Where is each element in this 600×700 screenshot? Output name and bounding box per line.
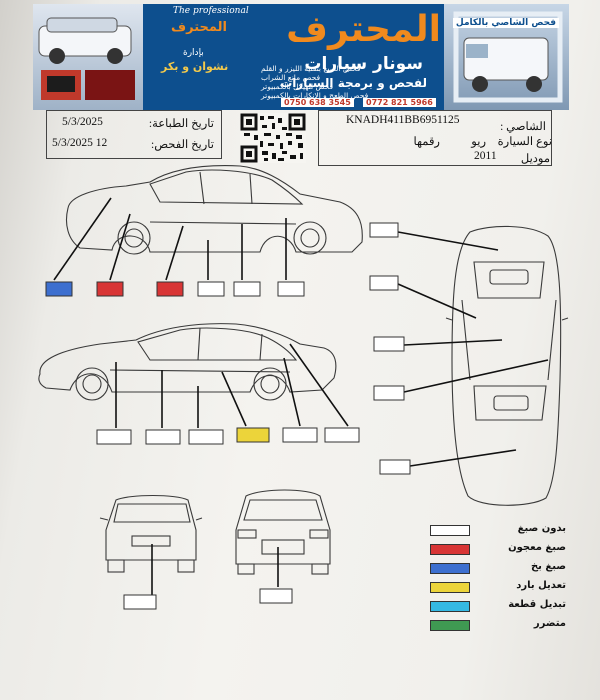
legend-label: صبغ معجون xyxy=(508,542,566,553)
legend-swatch xyxy=(430,601,470,612)
legend-label: متضرر xyxy=(533,618,566,629)
legend-label: صبغ بخ xyxy=(530,561,566,572)
panel-box-trunk xyxy=(373,385,405,401)
legend-label: تعديل بارد xyxy=(516,580,566,591)
legend-item: متضرر xyxy=(426,617,588,634)
header-banner: The professional فحص الشاصي بالكامل المح… xyxy=(33,4,569,110)
qr-code xyxy=(240,113,306,163)
date-box xyxy=(46,110,222,159)
car-type-label: نوع السيارة xyxy=(497,136,552,148)
vehicle-info-box xyxy=(318,110,552,166)
phone-number: 0772 821 5966 xyxy=(363,98,436,107)
legend-item: تبديل قطعة xyxy=(426,598,588,615)
print-date-label: تاريخ الطباعة: xyxy=(148,118,214,130)
logo: المحترف xyxy=(171,20,227,35)
legend-swatch xyxy=(430,620,470,631)
chassis-value: KNADH411BB6951125 xyxy=(346,114,460,126)
panel-box-rear-door-r xyxy=(236,427,270,443)
service-item: فحص الطعج و الانكارات بالكمبيوتر xyxy=(261,91,369,100)
car-rear-view xyxy=(99,495,203,573)
model-value: 2011 xyxy=(474,150,497,162)
panel-box-pillar xyxy=(369,275,399,291)
panel-box-front-view xyxy=(259,588,293,604)
plate-label: رقمها xyxy=(413,136,440,148)
phone-number: 0750 638 3545 xyxy=(281,98,354,107)
legend-swatch xyxy=(430,544,470,555)
legend-item: صبغ بخ xyxy=(426,560,588,577)
panel-box-roof-front xyxy=(369,222,399,238)
print-date-value: 5/3/2025 xyxy=(62,116,103,128)
panel-box-front-bumper xyxy=(96,429,132,445)
legend-item: صبغ معجون xyxy=(426,541,588,558)
car-photo xyxy=(33,4,143,110)
car-top-view xyxy=(445,225,569,506)
panel-box-rear-door xyxy=(156,281,184,297)
banner-subtitle-2: لفحص و برمجة السيارات xyxy=(280,76,427,90)
business-name: المحترف xyxy=(286,9,441,50)
panel-box-front-door-r xyxy=(188,429,224,445)
owners-name: نشوان و بكر xyxy=(161,60,229,73)
banner-top-label: فحص الشاصي بالكامل xyxy=(452,18,559,28)
car-side-view-bottom xyxy=(38,323,337,401)
panel-box-rear-fender xyxy=(96,281,124,297)
car-front-view xyxy=(235,489,331,575)
exam-date-value: 5/3/2025 12 xyxy=(52,137,108,149)
service-item: فحص الصبغ بتقنية الليزر و القلم xyxy=(261,64,361,73)
service-item: فحص الهيكل بالكمبيوتر xyxy=(261,82,334,91)
car-type-value: ريو xyxy=(471,136,486,148)
panel-box-front-fender xyxy=(277,281,305,297)
management-label: بإدارة xyxy=(183,48,204,58)
legend-swatch xyxy=(430,525,470,536)
panel-box-rear-view xyxy=(123,594,157,610)
legend-swatch xyxy=(430,563,470,574)
banner-tagline: The professional xyxy=(173,6,249,16)
color-legend: بدون صبغ صبغ معجون صبغ بخ تعديل بارد تبد… xyxy=(426,522,588,634)
banner-subtitle: سونار سيارات xyxy=(304,54,423,74)
service-item: فحص مانع الشراب xyxy=(261,73,321,82)
chassis-label: الشاصي : xyxy=(500,121,546,133)
panel-box-rear-bumper-r xyxy=(324,427,360,443)
legend-swatch xyxy=(430,582,470,593)
model-label: موديل xyxy=(520,153,550,165)
panel-box-front-fender-r xyxy=(145,429,181,445)
exam-date-label: تاريخ الفحص: xyxy=(151,139,214,151)
panel-box-roof xyxy=(373,336,405,352)
legend-item: بدون صبغ xyxy=(426,522,588,539)
panel-box-sill xyxy=(197,281,225,297)
panel-box-hood xyxy=(379,459,411,475)
panel-box-rear-bumper xyxy=(45,281,73,297)
panel-box-rear-fender-r xyxy=(282,427,318,443)
car-side-view-top xyxy=(65,165,363,255)
legend-label: بدون صبغ xyxy=(517,523,566,534)
panel-box-front-door xyxy=(233,281,261,297)
legend-label: تبديل قطعة xyxy=(508,599,566,610)
legend-item: تعديل بارد xyxy=(426,579,588,596)
